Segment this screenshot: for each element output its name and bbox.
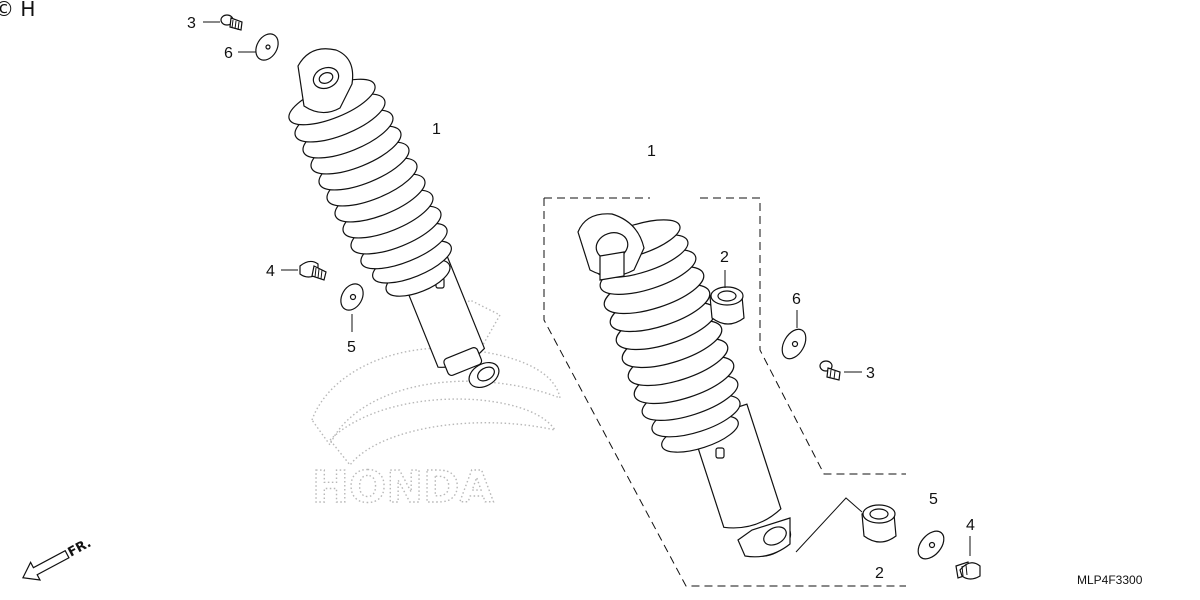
right-top-mount	[577, 213, 645, 281]
callout-left-shock: 1	[432, 121, 441, 138]
left-top-mount	[297, 48, 354, 114]
callout-left-bolt-top: 3	[187, 15, 196, 32]
callout-right-bolt-lower: 4	[966, 517, 975, 534]
left-lower-bolt	[299, 260, 327, 281]
brand-watermark: HONDA	[311, 299, 561, 514]
right-shock-absorber	[577, 213, 792, 558]
left-upper-bolt	[220, 14, 243, 31]
callout-left-washer-top: 6	[224, 45, 233, 62]
left-shock-absorber	[288, 48, 500, 389]
callout-right-washer-lower: 5	[929, 491, 938, 508]
right-assembly-outline	[543, 197, 906, 587]
callout-left-washer-bottom: 5	[347, 339, 356, 356]
callout-right-shock: 1	[647, 143, 656, 160]
front-direction-arrow: FR.	[22, 536, 94, 581]
right-lower-washer	[917, 530, 945, 560]
right-lower-bolt	[955, 561, 981, 580]
callout-right-bushing-upper: 2	[720, 249, 729, 266]
callout-left-bolt-bottom: 4	[266, 263, 275, 280]
right-upper-washer	[781, 328, 807, 360]
callout-right-bushing-lower: 2	[875, 565, 884, 582]
drawing-code: MLP4F3300	[1077, 573, 1143, 587]
right-upper-bushing	[709, 286, 745, 325]
watermark-text: HONDA	[312, 462, 494, 513]
callout-right-washer-upper: 6	[792, 291, 801, 308]
copyright-mark: © H	[0, 0, 35, 21]
right-upper-bolt	[819, 360, 841, 381]
left-upper-washer	[255, 33, 279, 61]
front-direction-label: FR.	[66, 536, 94, 561]
left-lower-washer	[340, 283, 364, 311]
callout-right-bolt-upper: 3	[866, 365, 875, 382]
right-lower-bushing	[861, 504, 897, 543]
